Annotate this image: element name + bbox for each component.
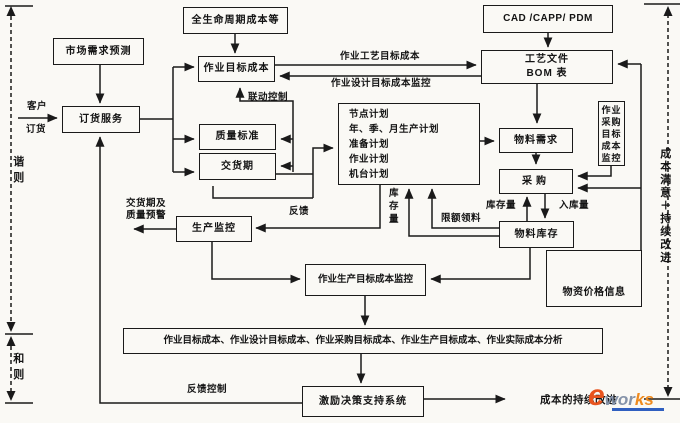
label-linkage-control: 联动控制 [248, 92, 289, 103]
box-procurement-cost-monitor: 作业采购目标成本监控 [598, 101, 625, 166]
plan-line: 年、季、月生产计划 [349, 123, 440, 135]
label-delivery-warning-2: 质量预警 [126, 210, 167, 221]
label-he-principle: 和则 [13, 353, 25, 381]
left-axis-mid-up-arrow [6, 336, 16, 346]
plan-line: 机台计划 [349, 168, 390, 180]
plan-line: 作业计划 [349, 153, 390, 165]
box-process-doc-bom: 工艺文件 BOM 表 [481, 50, 613, 84]
label-feedback: 反馈 [289, 206, 310, 217]
process-doc-line1: 工艺文件 [525, 54, 569, 65]
box-quality-standard: 质量标准 [199, 124, 276, 150]
eworks-watermark: eworks [588, 381, 674, 415]
box-material-price-info: 物资价格信息 [546, 250, 642, 307]
label-inventory-qty: 库存量 [486, 200, 517, 211]
left-axis-mid-down-arrow [6, 322, 16, 332]
box-cad-capp-pdm: CAD /CAPP/ PDM [483, 5, 613, 33]
box-material-inventory: 物料库存 [499, 221, 574, 248]
box-delivery-date: 交货期 [199, 153, 276, 180]
label-process-target-cost: 作业工艺目标成本 [340, 51, 421, 62]
watermark-underline [612, 408, 664, 411]
plan-line: 节点计划 [349, 108, 390, 120]
box-activity-target-cost: 作业目标成本 [198, 56, 275, 82]
box-lifecycle-cost: 全生命周期成本等 [183, 7, 288, 34]
box-cost-analysis: 作业目标成本、作业设计目标成本、作业采购目标成本、作业生产目标成本、作业实际成本… [123, 328, 603, 354]
box-procurement: 采购 [499, 169, 573, 194]
label-inbound-qty: 入库量 [559, 200, 590, 211]
label-inventory-qty-vertical: 库存量 [388, 188, 399, 225]
box-material-demand: 物料需求 [499, 128, 573, 153]
watermark-ks: ks [634, 390, 654, 409]
box-production-monitor: 生产监控 [176, 216, 252, 242]
left-axis-up-arrow [6, 6, 16, 16]
label-delivery-warning-1: 交货期及 [126, 198, 167, 209]
plan-line: 准备计划 [349, 138, 390, 150]
box-incentive-dss: 激励决策支持系统 [302, 386, 424, 417]
right-axis-up-arrow [663, 6, 673, 16]
label-cost-improvement: 成本的持续改进 [540, 394, 617, 406]
label-design-cost-monitor: 作业设计目标成本监控 [331, 78, 432, 89]
left-axis-bottom-arrow [6, 391, 16, 401]
label-customer: 客户 [27, 101, 48, 112]
box-order-service: 订货服务 [62, 106, 140, 133]
box-production-cost-monitor: 作业生产目标成本监控 [305, 264, 426, 296]
label-order: 订货 [26, 124, 47, 135]
right-axis-down-arrow [663, 387, 673, 397]
watermark-wor: wor [604, 390, 635, 409]
process-doc-line2: BOM 表 [526, 68, 568, 79]
box-market-forecast: 市场需求预测 [53, 38, 144, 65]
box-production-plans: 节点计划 年、季、月生产计划 准备计划 作业计划 机台计划 [338, 103, 480, 185]
label-quota-material: 限额领料 [441, 213, 482, 224]
watermark-e: e [588, 379, 605, 412]
label-cost-satisfaction: 成本满意＋持续改进 [660, 148, 672, 264]
label-xie-principle: 谐则 [13, 156, 25, 184]
label-feedback-control: 反馈控制 [187, 384, 228, 395]
